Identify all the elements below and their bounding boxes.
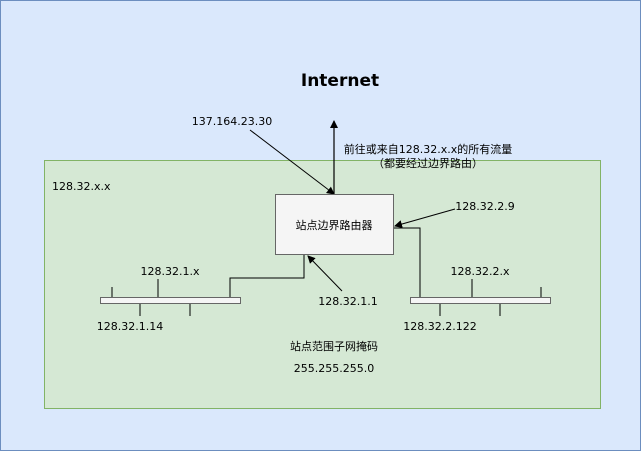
internet-title: Internet <box>301 71 379 91</box>
subnet1-bus <box>100 297 241 304</box>
router-label: 站点边界路由器 <box>296 218 373 232</box>
internet-ip-label: 137.164.23.30 <box>192 115 272 128</box>
internet-ip-arrow <box>249 129 335 195</box>
subnet2-host-label: 128.32.2.122 <box>403 320 476 333</box>
router-right-ip-arrow <box>394 208 456 228</box>
site-border-router <box>275 194 394 255</box>
subnet-mask-value: 255.255.255.0 <box>294 362 374 375</box>
router-left-ip-arrow <box>307 255 343 292</box>
router-left-ip-label: 128.32.1.1 <box>318 295 377 308</box>
subnet2-network-label: 128.32.2.x <box>451 265 510 278</box>
subnet2-connector <box>394 227 421 297</box>
subnet2-bus <box>410 297 551 304</box>
subnet1-network-label: 128.32.1.x <box>141 265 200 278</box>
traffic-note-line2: （都要经过边界路由） <box>373 156 483 170</box>
site-network-label: 128.32.x.x <box>52 180 111 193</box>
subnet-mask-label: 站点范围子网掩码 <box>290 339 378 353</box>
router-right-ip-label: 128.32.2.9 <box>455 200 514 213</box>
traffic-note-line1: 前往或来自128.32.x.x的所有流量 <box>344 142 513 156</box>
subnet1-connector <box>229 255 305 297</box>
subnet1-host-label: 128.32.1.14 <box>97 320 163 333</box>
